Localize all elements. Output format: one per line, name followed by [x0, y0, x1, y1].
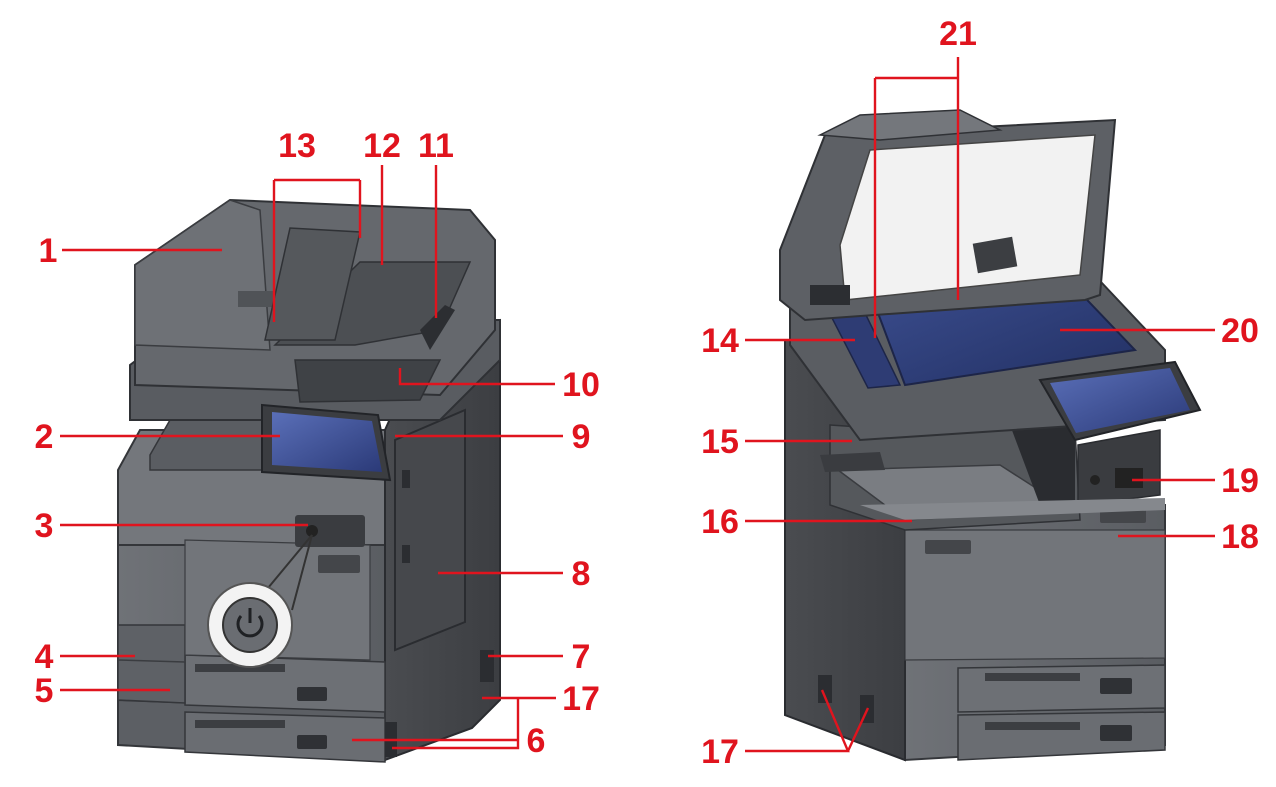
leader-10: [398, 368, 555, 386]
adf-left-cover: [134, 199, 271, 351]
output-stopper: [820, 452, 885, 472]
callout-6: 6: [527, 722, 546, 760]
leader-13: [272, 178, 362, 322]
front-cover: [904, 529, 1166, 661]
side-handle: [402, 470, 410, 488]
callout-labels: 1 2 3 4 5 6 7 8 9 10 11 12 13 14 15 16 1…: [35, 15, 1259, 771]
card-reader-area: [1077, 429, 1161, 506]
leader-17b: [745, 689, 870, 753]
callout-4: 4: [35, 638, 54, 676]
callout-1: 1: [39, 232, 58, 270]
adf-hinge: [972, 236, 1018, 274]
left-printer: [117, 198, 501, 763]
callout-20: 20: [1221, 312, 1259, 350]
cassette-handle: [985, 673, 1080, 681]
callout-15: 15: [701, 423, 739, 461]
cassette-1: [957, 664, 1166, 713]
callout-2: 2: [35, 418, 54, 456]
cassette-2: [184, 711, 386, 763]
adf-release: [238, 291, 278, 307]
paper-gauge: [1100, 678, 1132, 694]
callout-9: 9: [572, 418, 591, 456]
cassette-2: [957, 711, 1166, 761]
paper-gauge: [297, 735, 327, 749]
toner-area: [1010, 425, 1075, 505]
original-eject-table: [294, 359, 442, 403]
touch-panel-screen: [1050, 368, 1190, 433]
callout-8: 8: [572, 555, 591, 593]
card-reader-area: [295, 515, 365, 547]
side-handle: [402, 545, 410, 563]
leader-21: [873, 57, 960, 338]
callout-17a: 17: [562, 680, 600, 718]
callout-10: 10: [562, 366, 600, 404]
document-pad: [839, 134, 1096, 301]
leader-lines: [60, 57, 1215, 753]
paper-gauge: [297, 687, 327, 701]
zoom-line: [267, 534, 313, 589]
touch-panel-screen: [272, 412, 382, 472]
original-stopper: [420, 305, 455, 350]
callout-17b: 17: [701, 733, 739, 771]
cassette-handle: [985, 722, 1080, 730]
front-latch: [318, 555, 360, 573]
callout-21: 21: [939, 15, 977, 53]
callout-7: 7: [572, 638, 591, 676]
adf-top: [817, 109, 1003, 141]
usb-port: [1115, 468, 1143, 488]
callout-16: 16: [701, 503, 739, 541]
callout-13: 13: [278, 127, 316, 165]
left-side-door: [394, 408, 466, 652]
callout-12: 12: [363, 127, 401, 165]
cassette-handle: [195, 664, 285, 672]
key-switch: [1090, 475, 1100, 485]
callout-19: 19: [1221, 462, 1259, 500]
adf-vent: [810, 285, 850, 305]
callout-18: 18: [1221, 518, 1259, 556]
power-switch-small: [306, 525, 318, 537]
front-ledge: [860, 498, 1165, 520]
zoom-line: [291, 534, 313, 611]
paper-gauge: [1100, 725, 1132, 741]
front-latch: [925, 540, 971, 554]
side-port: [480, 650, 494, 682]
callout-5: 5: [35, 672, 54, 710]
cassette-handle: [195, 720, 285, 728]
callout-11: 11: [418, 127, 454, 165]
callout-14: 14: [701, 322, 739, 360]
front-cover-panel: [117, 624, 186, 704]
power-icon: [207, 582, 293, 668]
leader-17a: [392, 696, 556, 750]
cassette-1: [184, 654, 386, 713]
right-printer: [779, 109, 1202, 762]
handle-slot: [818, 675, 832, 703]
callout-3: 3: [35, 507, 54, 545]
